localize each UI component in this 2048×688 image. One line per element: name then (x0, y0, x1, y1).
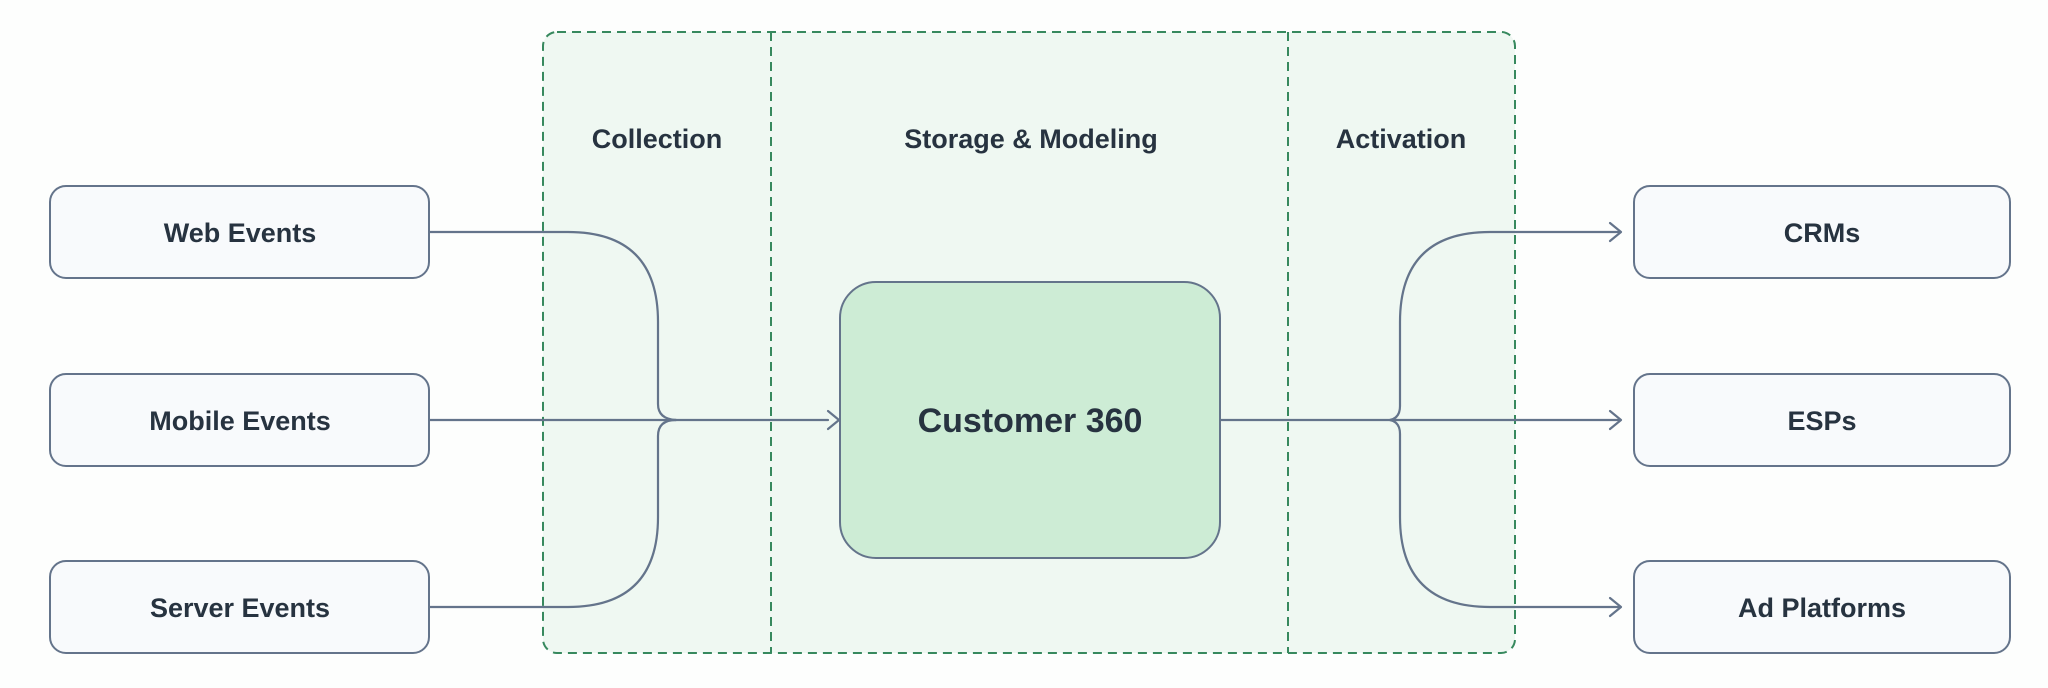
arrowhead-esps (1608, 409, 1623, 431)
node-ad-platforms-box (1633, 560, 2011, 654)
node-server-events: Server Events (49, 560, 430, 654)
node-customer-360: Customer 360 (839, 281, 1221, 559)
node-web-events-box (49, 185, 430, 279)
node-web-events: Web Events (49, 185, 430, 279)
node-web-events-label: Web Events (164, 218, 317, 248)
node-mobile-events-label: Mobile Events (149, 406, 331, 436)
node-ad-platforms-label: Ad Platforms (1738, 593, 1906, 623)
node-ad-platforms: Ad Platforms (1633, 560, 2011, 654)
zone-label-collection: Collection (592, 124, 723, 154)
arrowhead-crms (1608, 221, 1623, 243)
node-server-events-box (49, 560, 430, 654)
edges (427, 221, 1623, 618)
edge-branch-to-crms (1388, 230, 1622, 422)
node-esps-label: ESPs (1787, 406, 1856, 436)
node-crms: CRMs (1633, 185, 2011, 279)
node-mobile-events-box (49, 373, 430, 467)
node-esps-box (1633, 373, 2011, 467)
node-crms-label: CRMs (1784, 218, 1861, 248)
node-esps: ESPs (1633, 373, 2011, 467)
zone-label-activation: Activation (1336, 124, 1467, 154)
edge-branch-to-ad-platforms (1388, 418, 1622, 609)
destination-nodes: CRMs ESPs Ad Platforms (1633, 185, 2011, 654)
arrowhead-ad-platforms (1608, 596, 1623, 618)
node-mobile-events: Mobile Events (49, 373, 430, 467)
edge-server-merge (427, 418, 678, 609)
source-nodes: Web Events Mobile Events Server Events (49, 185, 430, 654)
node-server-events-label: Server Events (150, 593, 330, 623)
node-customer-360-label: Customer 360 (918, 402, 1143, 440)
node-crms-box (1633, 185, 2011, 279)
zone-label-storage-modeling: Storage & Modeling (904, 124, 1158, 154)
node-customer-360-box (839, 281, 1221, 559)
edge-web-merge (427, 230, 678, 422)
